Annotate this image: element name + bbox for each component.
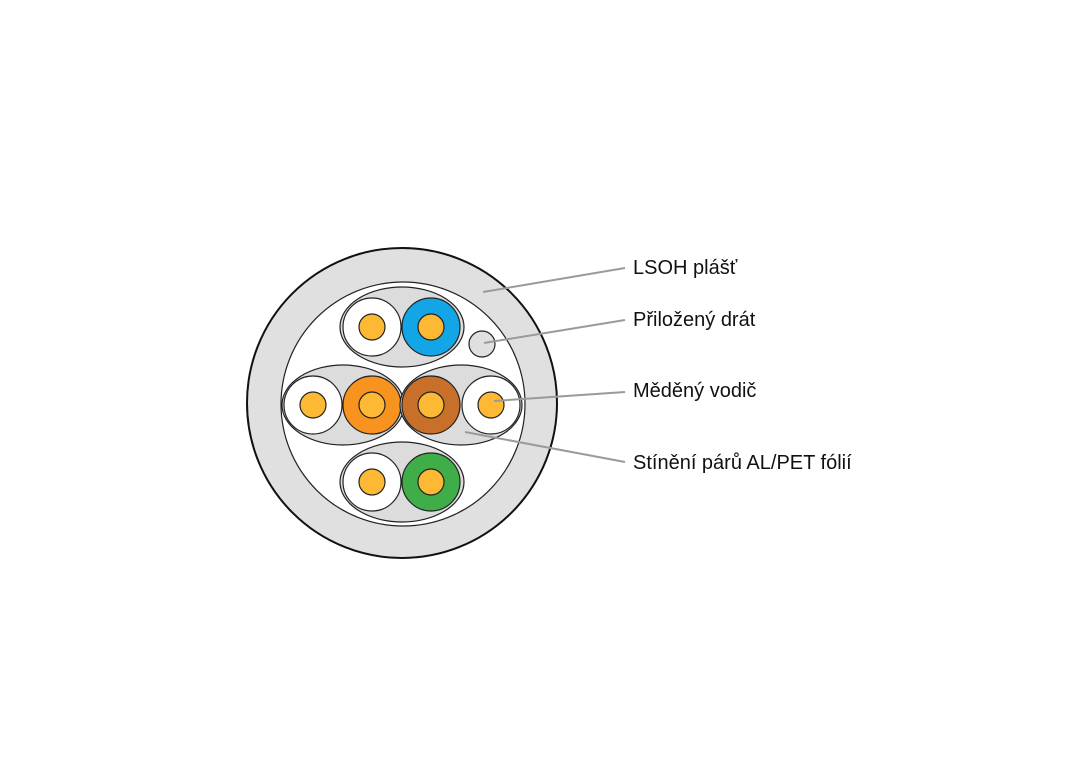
conductor: [358, 468, 386, 496]
conductor: [358, 391, 386, 419]
conductor: [299, 391, 327, 419]
pair-orange: [281, 364, 405, 446]
conductor: [417, 313, 445, 341]
leader-line-drain: [483, 319, 626, 344]
conductor: [358, 313, 386, 341]
label-jacket: LSOH plášť: [633, 257, 738, 279]
pair-green: [339, 441, 465, 523]
conductor: [477, 391, 505, 419]
conductor: [417, 468, 445, 496]
pair-blue: [339, 286, 465, 368]
leader-line-jacket: [482, 267, 626, 293]
label-shield: Stínění párů AL/PET fólií: [633, 452, 852, 474]
drain-wire: [468, 330, 496, 358]
leader-line-conductor: [493, 391, 626, 402]
leader-line-shield: [464, 431, 626, 463]
conductor: [417, 391, 445, 419]
label-drain-wire: Přiložený drát: [633, 309, 756, 331]
pair-brown: [399, 364, 523, 446]
label-conductor: Měděný vodič: [633, 380, 757, 402]
